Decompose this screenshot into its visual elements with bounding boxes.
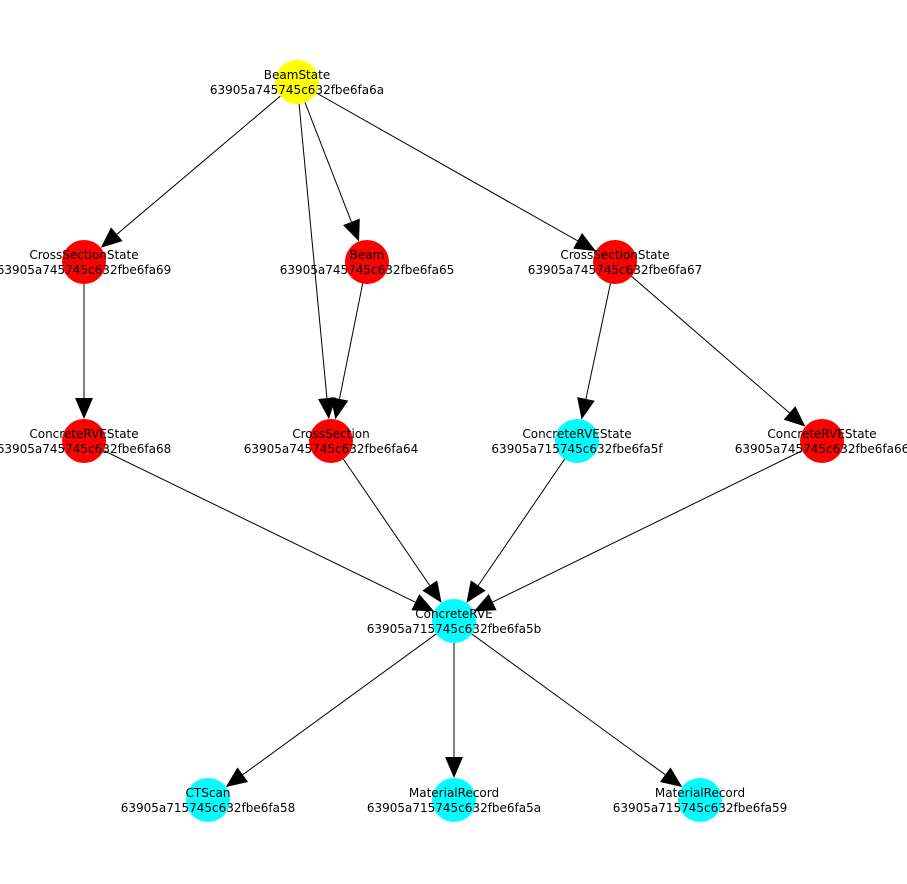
edge-64-to-5b xyxy=(330,440,431,586)
node-type-label: ConcreteRVEState xyxy=(522,427,631,441)
node-59 xyxy=(678,778,722,822)
edge-6a-to-64 xyxy=(296,81,328,399)
arrowhead-6a-to-67 xyxy=(573,232,596,252)
nodes-layer xyxy=(62,60,844,822)
node-type-label: CTScan xyxy=(186,786,231,800)
arrowhead-5b-to-5a xyxy=(445,757,463,778)
node-type-label: ConcreteRVE xyxy=(415,607,493,621)
arrowhead-5f-to-5b xyxy=(466,580,486,603)
arrowhead-64-to-5b xyxy=(422,580,442,603)
arrowhead-69-to-68 xyxy=(75,398,93,419)
node-64 xyxy=(309,419,353,463)
arrowhead-5b-to-58 xyxy=(225,767,249,788)
arrowhead-6a-to-69 xyxy=(100,227,123,248)
node-id-label: 63905a715745c632fbe6fa5b xyxy=(367,622,542,636)
node-id-label: 63905a745745c632fbe6fa67 xyxy=(528,263,703,277)
node-type-label: ConcreteRVEState xyxy=(767,427,876,441)
edge-5b-to-59 xyxy=(453,620,666,776)
node-id-label: 63905a745745c632fbe6fa68 xyxy=(0,442,171,456)
edges-layer xyxy=(75,81,823,788)
node-id-label: 63905a715745c632fbe6fa5a xyxy=(367,801,541,815)
node-5b xyxy=(432,599,476,643)
node-id-label: 63905a715745c632fbe6fa59 xyxy=(613,801,788,815)
labels-layer: BeamState63905a745745c632fbe6fa6aCrossSe… xyxy=(0,68,907,815)
edge-66-to-5b xyxy=(492,440,823,603)
node-type-label: MaterialRecord xyxy=(409,786,499,800)
node-type-label: CrossSectionState xyxy=(29,248,138,262)
node-66 xyxy=(800,419,844,463)
edge-6a-to-65 xyxy=(296,81,352,223)
edge-67-to-5f xyxy=(585,261,616,400)
node-type-label: ConcreteRVEState xyxy=(29,427,138,441)
node-6a xyxy=(275,60,319,104)
node-id-label: 63905a715745c632fbe6fa58 xyxy=(121,801,296,815)
node-5a xyxy=(432,778,476,822)
arrowhead-67-to-66 xyxy=(783,406,806,427)
arrowhead-67-to-5f xyxy=(577,397,595,420)
arrowhead-6a-to-64 xyxy=(317,397,336,420)
node-69 xyxy=(62,240,106,284)
edge-67-to-66 xyxy=(614,261,790,414)
arrowhead-65-to-64 xyxy=(330,397,349,420)
node-68 xyxy=(62,419,106,463)
node-type-label: MaterialRecord xyxy=(655,786,745,800)
arrowhead-5b-to-59 xyxy=(659,767,683,788)
node-58 xyxy=(186,778,230,822)
node-type-label: BeamState xyxy=(264,68,330,82)
node-65 xyxy=(345,240,389,284)
node-id-label: 63905a745745c632fbe6fa66 xyxy=(735,442,907,456)
edge-6a-to-67 xyxy=(296,81,578,242)
node-type-label: CrossSection xyxy=(292,427,369,441)
arrowhead-6a-to-65 xyxy=(343,218,360,242)
edge-68-to-5b xyxy=(83,440,416,603)
edge-5b-to-58 xyxy=(242,620,455,776)
node-5f xyxy=(555,419,599,463)
arrowhead-68-to-5b xyxy=(411,594,435,612)
node-type-label: Beam xyxy=(350,248,385,262)
arrowhead-66-to-5b xyxy=(473,594,497,612)
node-id-label: 63905a745745c632fbe6fa69 xyxy=(0,263,171,277)
node-id-label: 63905a745745c632fbe6fa64 xyxy=(244,442,419,456)
edge-6a-to-69 xyxy=(116,81,298,235)
node-id-label: 63905a745745c632fbe6fa6a xyxy=(210,83,384,97)
edge-5f-to-5b xyxy=(477,440,578,586)
edge-65-to-64 xyxy=(338,261,368,399)
node-type-label: CrossSectionState xyxy=(560,248,669,262)
node-id-label: 63905a715745c632fbe6fa5f xyxy=(491,442,663,456)
node-id-label: 63905a745745c632fbe6fa65 xyxy=(280,263,455,277)
node-67 xyxy=(593,240,637,284)
